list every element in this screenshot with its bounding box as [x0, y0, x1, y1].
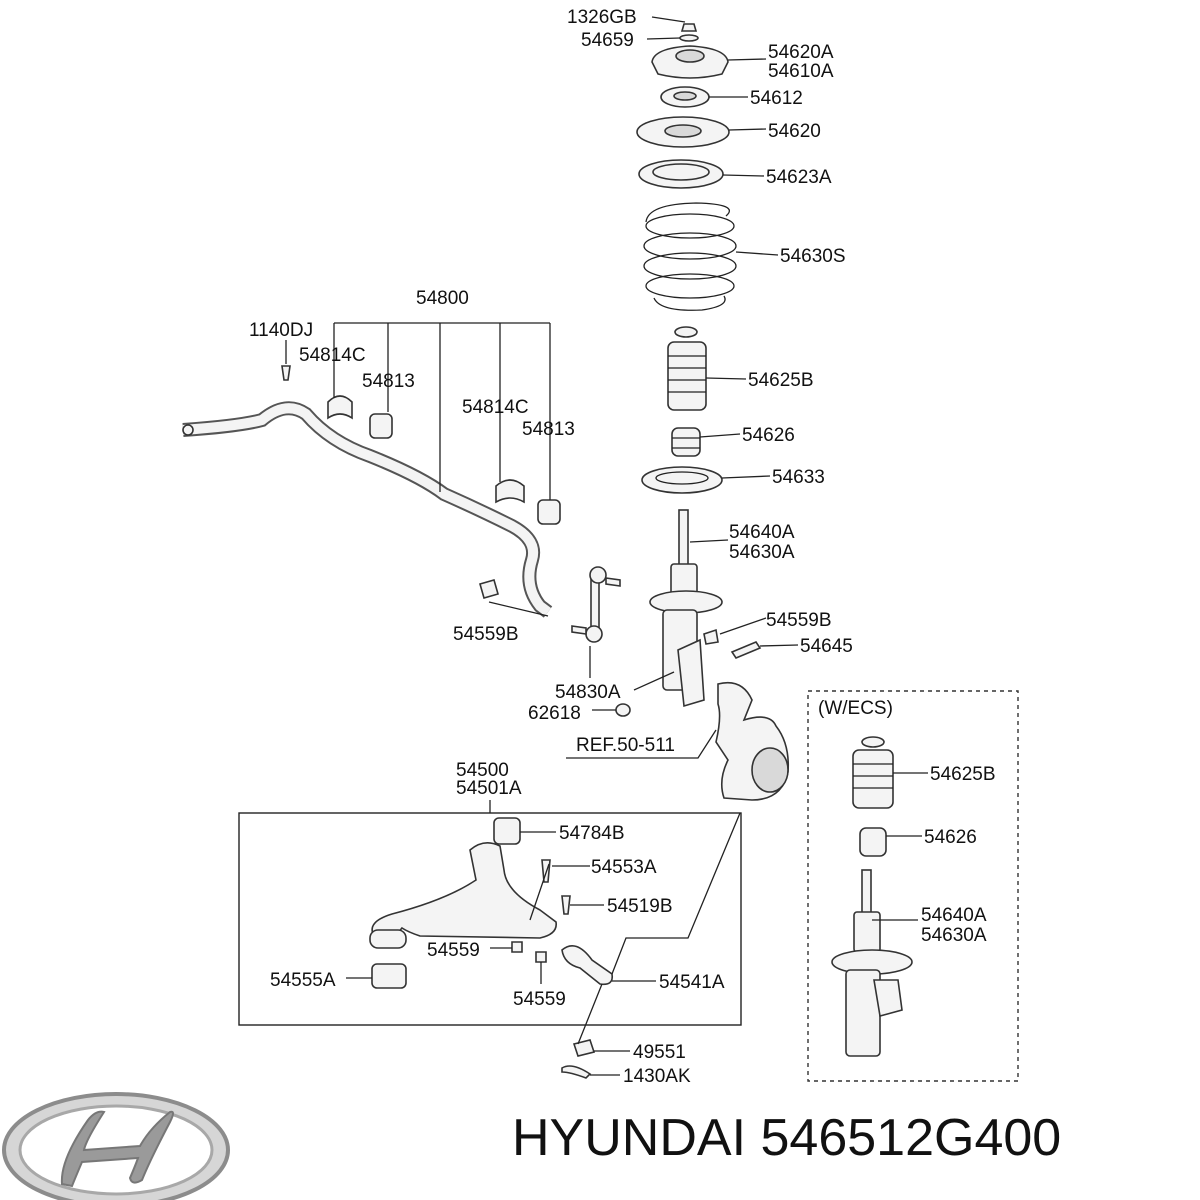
label-54813-b: 54813	[522, 419, 575, 440]
label-54830a: 54830A	[555, 682, 621, 703]
stabilizer-bar-54800	[182, 365, 561, 618]
ecs-bump-stop	[859, 827, 887, 857]
bearing-54612	[660, 86, 710, 108]
part-labels: 1326GB 54659 54620A 54610A 54612 54620 5…	[249, 7, 996, 1087]
label-1326gb: 1326GB	[567, 7, 637, 28]
nut-54559-b	[535, 951, 547, 963]
label-ref: REF.50-511	[576, 735, 675, 756]
bolt-1140dj	[281, 365, 291, 381]
label-54555a: 54555A	[270, 970, 336, 991]
bracket-54814c-a	[327, 395, 353, 420]
shock-absorber-54640a	[649, 509, 723, 708]
stabilizer-link-54830a	[571, 566, 621, 643]
dust-boot-54625b	[667, 326, 707, 411]
bump-stop-54626	[671, 427, 701, 457]
nut-1326gb	[680, 23, 698, 32]
label-54610a: 54610A	[768, 61, 834, 82]
label-54541a: 54541A	[659, 972, 725, 993]
label-54620: 54620	[768, 121, 821, 142]
bushing-54813-b	[537, 499, 561, 525]
label-ecs-54626: 54626	[924, 827, 977, 848]
label-54814c-b: 54814C	[462, 397, 529, 418]
hyundai-logo-icon	[2, 1092, 230, 1200]
label-54645: 54645	[800, 636, 853, 657]
bushing-54813-a	[369, 413, 393, 439]
label-ecs-54625b: 54625B	[930, 764, 996, 785]
label-54800: 54800	[416, 288, 469, 309]
label-54612: 54612	[750, 88, 803, 109]
label-54814c-a: 54814C	[299, 345, 366, 366]
label-54501a: 54501A	[456, 778, 522, 799]
spring-insulator-54633	[641, 466, 723, 494]
bolt-54645	[730, 641, 762, 659]
label-54500: 54500	[456, 760, 509, 781]
label-54640a: 54640A	[729, 522, 795, 543]
nut-54559-a	[511, 941, 523, 953]
label-54623a: 54623A	[766, 167, 832, 188]
coil-spring-54630s	[643, 202, 737, 311]
spring-pad-54623a	[638, 159, 724, 189]
label-1140dj: 1140DJ	[249, 320, 313, 341]
label-54553a: 54553A	[591, 857, 657, 878]
label-ecs-54640a: 54640A	[921, 905, 987, 926]
nut-49551	[572, 1039, 596, 1057]
label-1430ak: 1430AK	[623, 1066, 691, 1087]
strut-mount-54620a	[651, 45, 729, 79]
label-49551: 49551	[633, 1042, 686, 1063]
bushing-54784b	[493, 817, 521, 845]
label-54630s: 54630S	[780, 246, 846, 267]
nut-54559b-left	[479, 579, 499, 599]
spring-seat-54620	[636, 116, 730, 148]
ball-joint-54541a	[561, 944, 614, 986]
label-54559b-left: 54559B	[453, 624, 519, 645]
page-title: HYUNDAI 546512G400	[512, 1109, 1062, 1167]
nut-54559b-right	[703, 628, 719, 645]
washer-54659	[679, 34, 699, 42]
bolt-54519b	[561, 895, 571, 915]
label-54559-b: 54559	[513, 989, 566, 1010]
steering-knuckle	[715, 681, 790, 801]
nut-62618	[615, 703, 631, 717]
bushing-54555a	[371, 963, 407, 989]
label-54813-a: 54813	[362, 371, 415, 392]
label-54620a: 54620A	[768, 42, 834, 63]
label-ecs-54630a: 54630A	[921, 925, 987, 946]
label-54625b: 54625B	[748, 370, 814, 391]
label-54626: 54626	[742, 425, 795, 446]
label-ecs: (W/ECS)	[818, 698, 893, 719]
ecs-strut	[831, 736, 913, 1057]
lower-arm-54500	[369, 817, 614, 989]
label-54659: 54659	[581, 30, 634, 51]
label-54633: 54633	[772, 467, 825, 488]
label-62618: 62618	[528, 703, 581, 724]
bracket-54814c-b	[495, 479, 525, 504]
label-54519b: 54519B	[607, 896, 673, 917]
pin-1430ak	[561, 1065, 592, 1079]
label-54559b-right: 54559B	[766, 610, 832, 631]
label-54784b: 54784B	[559, 823, 625, 844]
leader-lines	[285, 16, 928, 1076]
label-54630a: 54630A	[729, 542, 795, 563]
strut-assembly	[636, 23, 737, 708]
ecs-box	[807, 690, 1019, 1082]
label-54559-a: 54559	[427, 940, 480, 961]
